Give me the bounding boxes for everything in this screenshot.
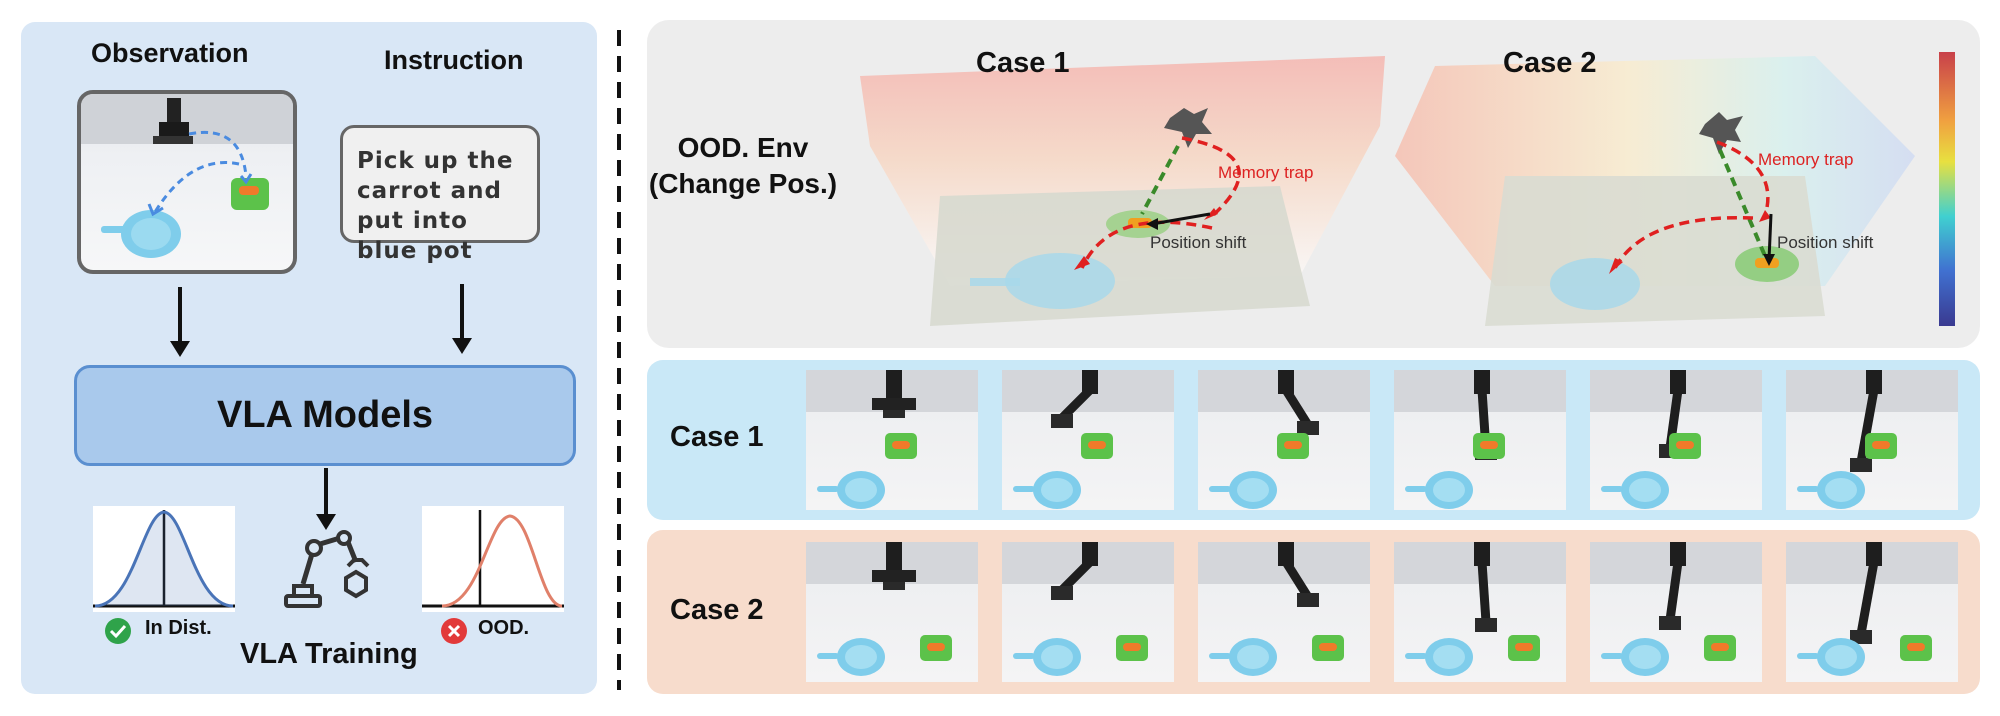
ood-env-label-line2: (Change Pos.) <box>648 168 838 199</box>
case2-frame-4 <box>1394 542 1566 682</box>
colorbar <box>1939 52 1955 326</box>
observation-scene <box>81 94 293 258</box>
case2-3d-scene <box>1395 56 1915 326</box>
case2-title: Case 2 <box>1503 47 1597 80</box>
in-dist-label: In Dist. <box>145 617 212 639</box>
case1-row-label: Case 1 <box>670 421 764 453</box>
case1-frame-3 <box>1198 370 1370 510</box>
instruction-label: Instruction <box>384 45 524 75</box>
case2-title-text: Case 2 <box>1503 47 1597 79</box>
ood-plot <box>422 506 564 612</box>
case2-row-label: Case 2 <box>670 594 764 626</box>
robot-arm-icon <box>284 530 370 608</box>
arrow-obs-to-model <box>170 287 190 357</box>
arrow-model-to-robot <box>316 468 336 530</box>
ood-label: OOD. <box>478 617 530 639</box>
case1-frame-1 <box>806 370 978 510</box>
case1-3d-scene <box>860 56 1385 326</box>
ood-env-label-line1: OOD. Env <box>677 132 809 163</box>
dashed-divider <box>617 30 621 690</box>
in-dist-plot <box>93 506 235 612</box>
observation-image <box>77 90 297 274</box>
ood-env-label: OOD. Env (Change Pos.) <box>648 130 838 202</box>
case1-frame-6 <box>1786 370 1958 510</box>
case2-frame-1 <box>806 542 978 682</box>
instruction-box: Pick up the carrot and put into blue pot <box>340 125 540 264</box>
vla-training-label: VLA Training <box>240 638 418 670</box>
case1-frame-5 <box>1590 370 1762 510</box>
case1-title-text: Case 1 <box>976 47 1070 79</box>
case1-title: Case 1 <box>976 47 1070 80</box>
case2-frame-6 <box>1786 542 1958 682</box>
observation-label: Observation <box>91 38 249 68</box>
case1-frame-2 <box>1002 370 1174 510</box>
case2-frame-5 <box>1590 542 1762 682</box>
arrow-instr-to-model <box>452 284 472 354</box>
case1-frame-4 <box>1394 370 1566 510</box>
case2-frame-2 <box>1002 542 1174 682</box>
cross-icon <box>441 618 467 644</box>
memory-trap-label-case1: Memory trap <box>1218 163 1314 182</box>
vla-models-box: VLA Models <box>74 365 576 466</box>
position-shift-label-case1: Position shift <box>1150 233 1247 252</box>
check-icon <box>105 618 131 644</box>
case2-frame-3 <box>1198 542 1370 682</box>
position-shift-label-case2: Position shift <box>1777 233 1874 252</box>
memory-trap-label-case2: Memory trap <box>1758 150 1854 169</box>
